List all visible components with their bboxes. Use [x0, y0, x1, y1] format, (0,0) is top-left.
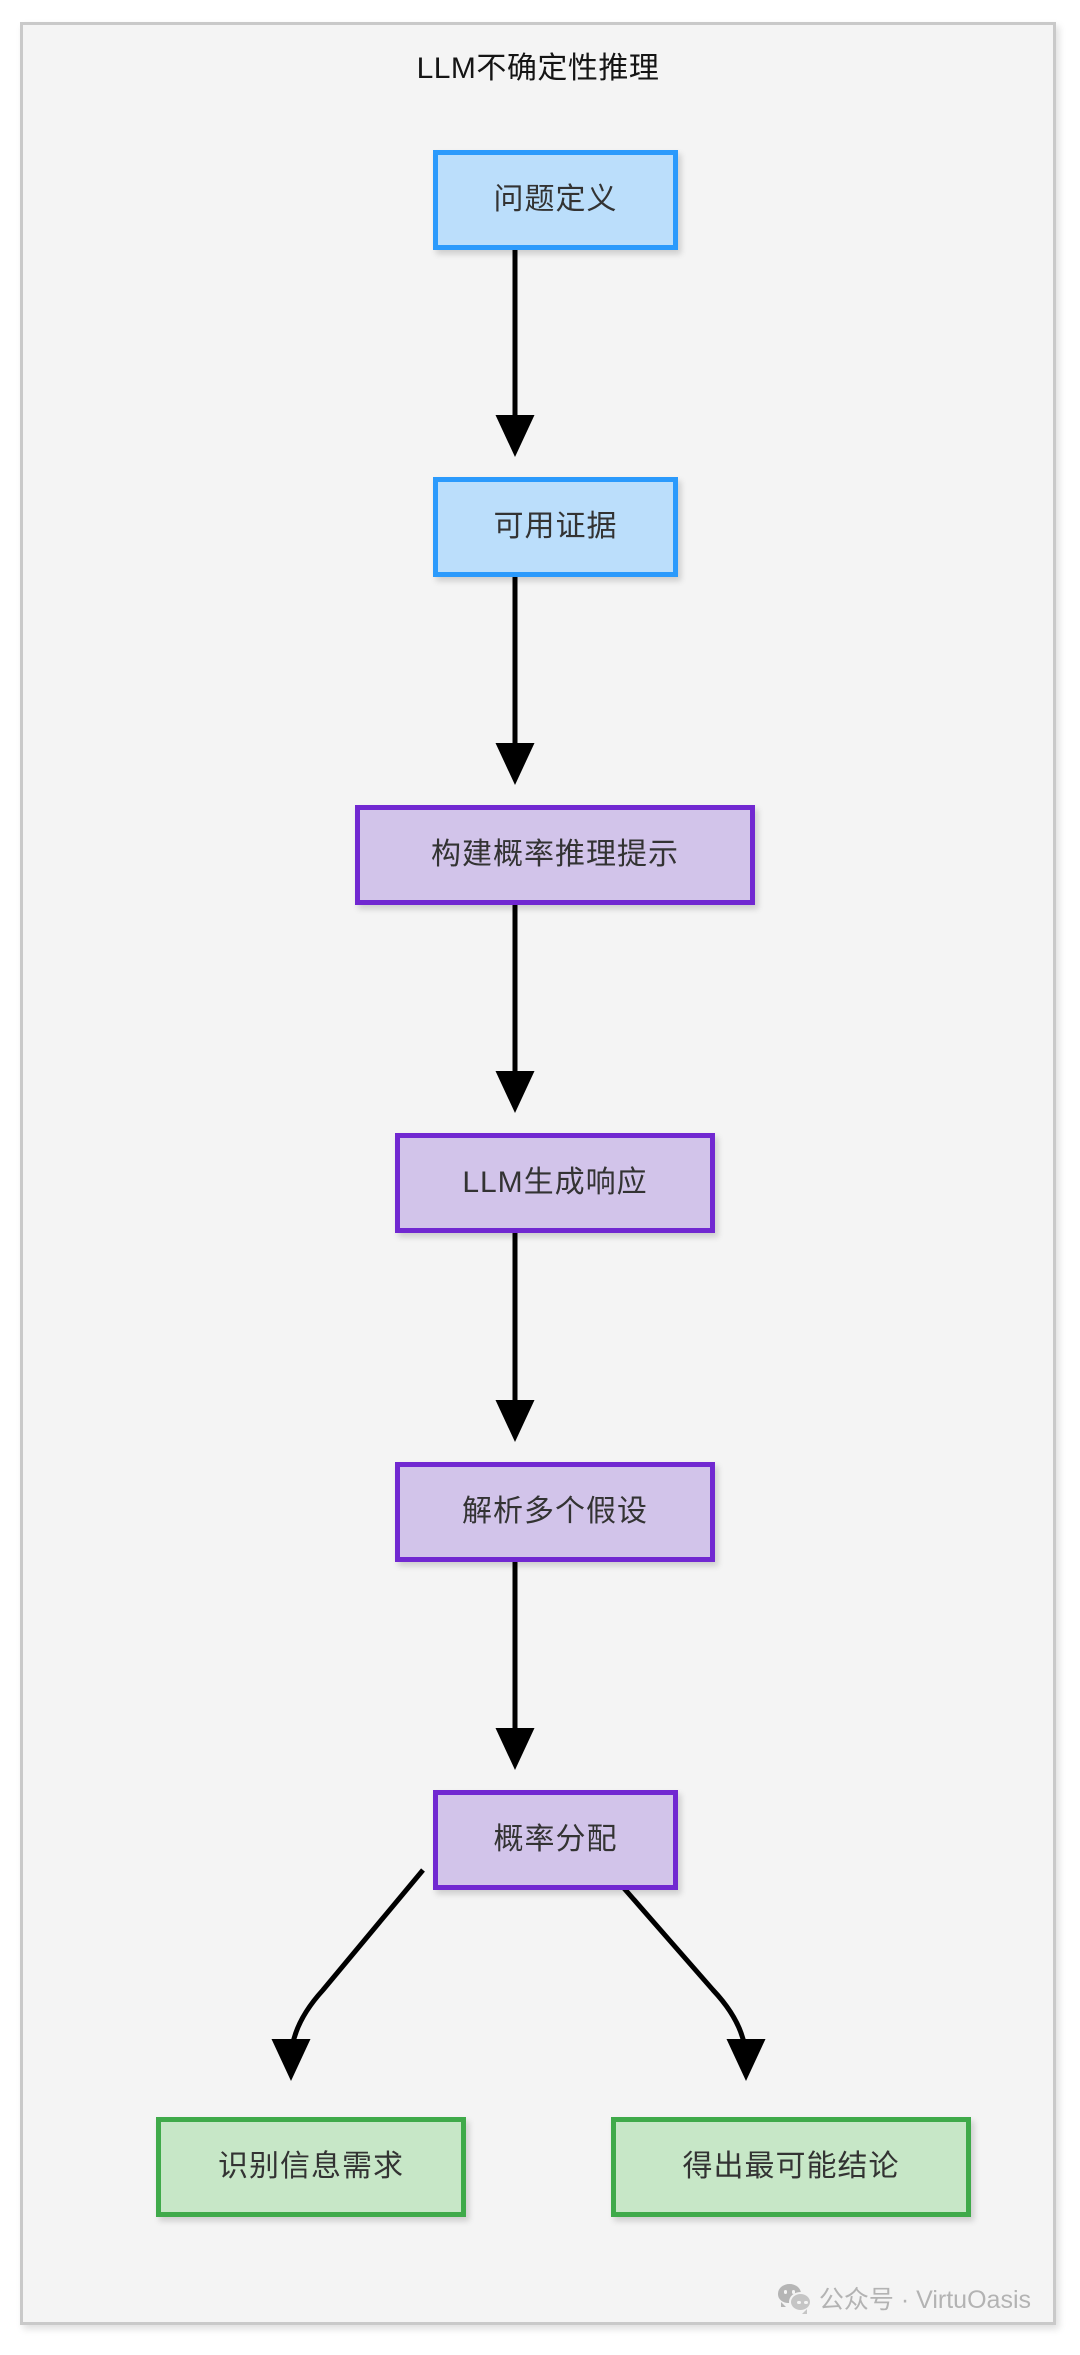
page-title: LLM不确定性推理: [416, 52, 660, 85]
edge-probability-to-identify: [271, 1868, 425, 2082]
watermark: 公众号 · VirtuOasis: [777, 2280, 1031, 2316]
node-label: 概率分配: [493, 1823, 618, 1856]
node-probability-assignment[interactable]: 概率分配: [433, 1790, 678, 1890]
node-parse-hypotheses[interactable]: 解析多个假设: [395, 1462, 715, 1562]
node-available-evidence[interactable]: 可用证据: [433, 477, 678, 577]
node-problem-definition[interactable]: 问题定义: [433, 150, 678, 250]
node-label: 解析多个假设: [462, 1495, 648, 1528]
wechat-icon: [777, 2284, 812, 2314]
node-label: LLM生成响应: [462, 1166, 648, 1199]
watermark-text: 公众号 · VirtuOasis: [818, 2286, 1031, 2314]
node-build-prob-prompt[interactable]: 构建概率推理提示: [355, 805, 755, 905]
node-label: 问题定义: [493, 183, 618, 216]
node-label: 得出最可能结论: [682, 2150, 900, 2183]
node-identify-info-need[interactable]: 识别信息需求: [156, 2117, 466, 2217]
node-llm-generate-response[interactable]: LLM生成响应: [395, 1133, 715, 1233]
node-draw-conclusion[interactable]: 得出最可能结论: [611, 2117, 971, 2217]
edge-probability-to-conclusion: [606, 1868, 766, 2082]
node-label: 构建概率推理提示: [431, 838, 679, 871]
node-label: 可用证据: [493, 510, 618, 543]
node-label: 识别信息需求: [218, 2150, 404, 2183]
diagram-frame: LLM不确定性推理 问题定义: [20, 22, 1056, 2325]
